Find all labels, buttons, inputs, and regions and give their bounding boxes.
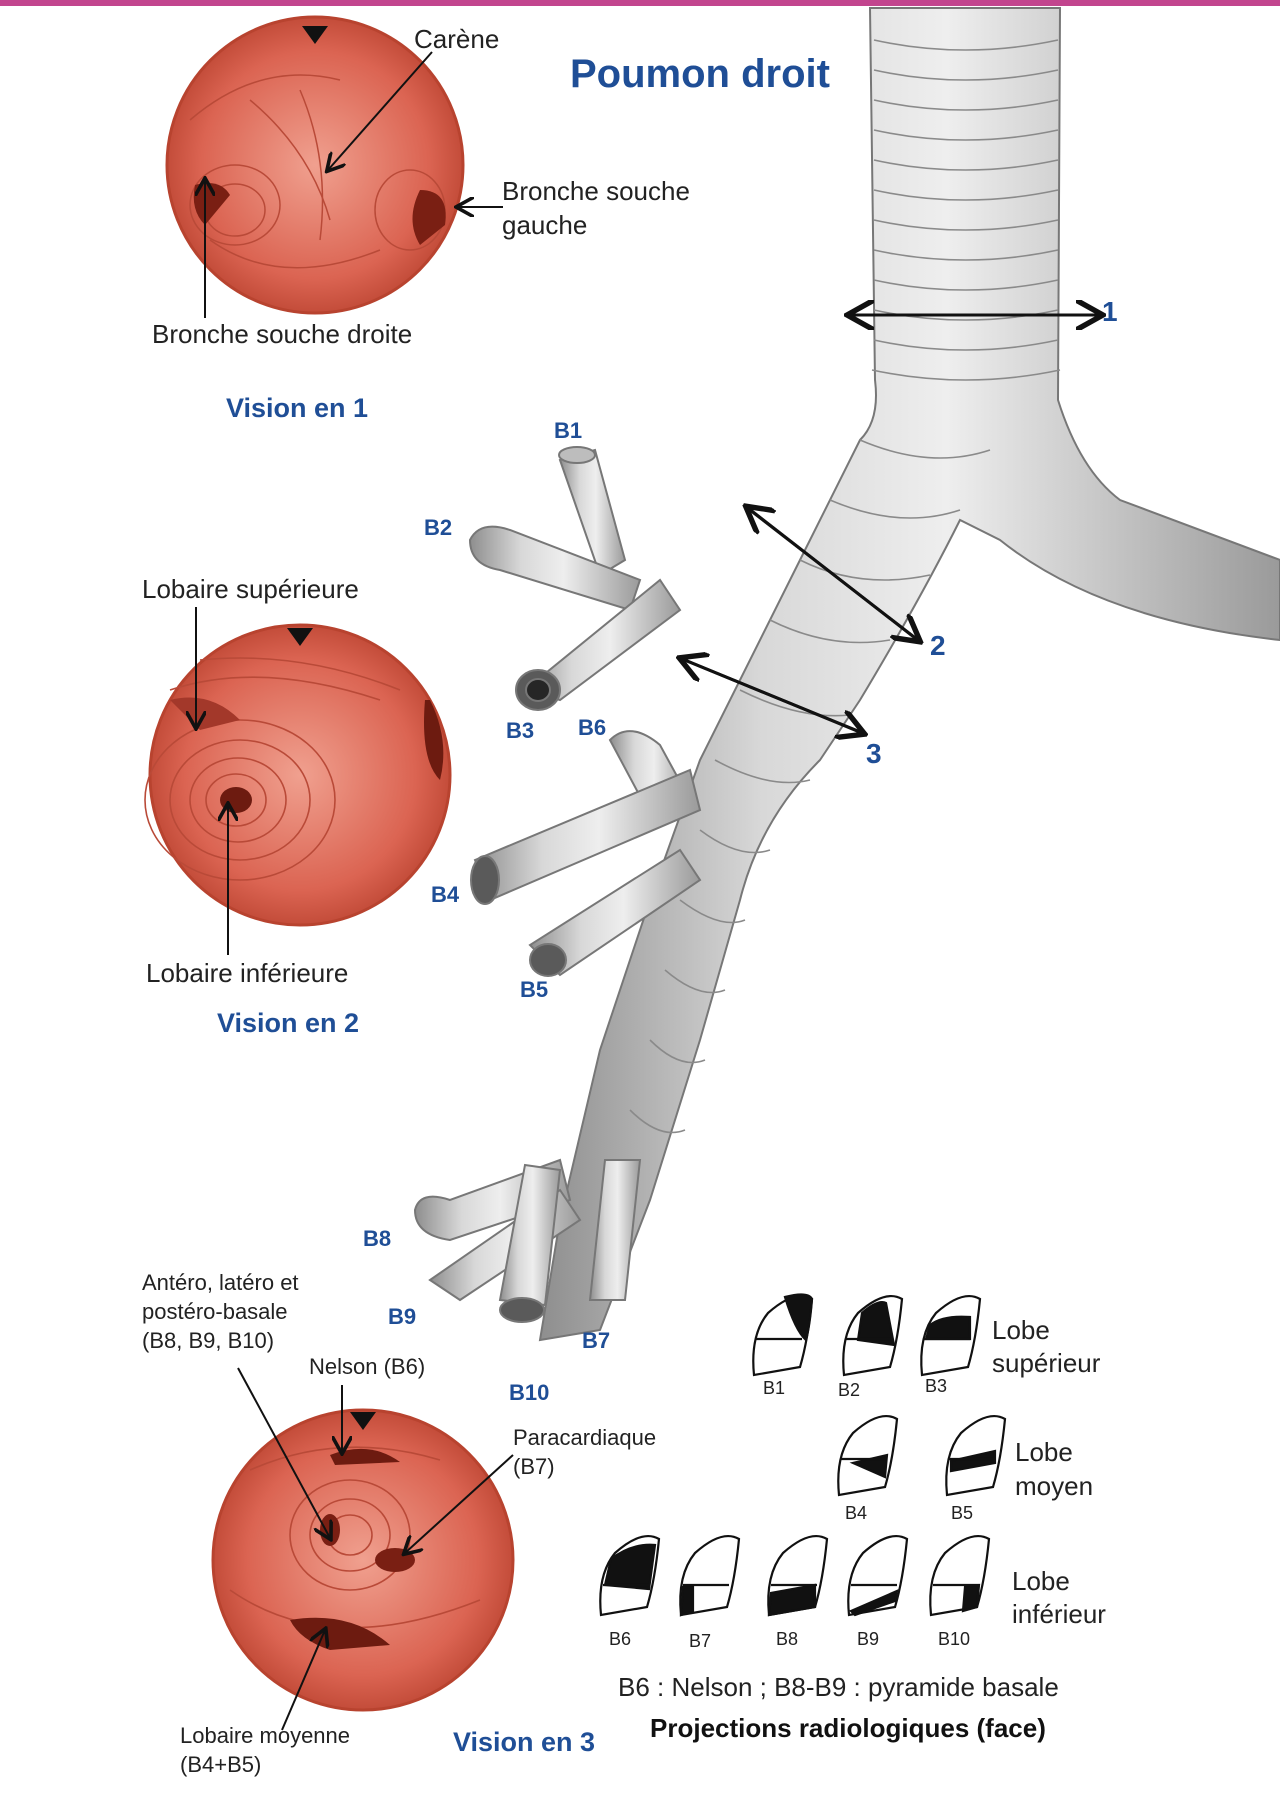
label-lobaire-inferieure: Lobaire inférieure <box>146 958 349 988</box>
projections-caption: Projections radiologiques (face) <box>650 1713 1046 1743</box>
proj-label-b3: B3 <box>925 1376 948 1396</box>
segment-label-b4: B4 <box>431 882 460 907</box>
label-antero-line1: Antéro, latéro et <box>142 1270 299 1295</box>
proj-label-b7: B7 <box>689 1631 712 1651</box>
lobe-superieur-line1: Lobe <box>992 1315 1050 1345</box>
view3-leaders <box>237 1367 514 1731</box>
lobe-inferieur-line2: inférieur <box>1012 1599 1106 1629</box>
label-antero-line3: (B8, B9, B10) <box>142 1328 275 1353</box>
lobe-moyen-line2: moyen <box>1015 1471 1094 1501</box>
segment-label-b7: B7 <box>582 1328 611 1353</box>
label-lobaire-superieure: Lobaire supérieure <box>142 574 359 604</box>
segment-label-b10: B10 <box>509 1380 550 1405</box>
proj-label-b6: B6 <box>609 1629 632 1649</box>
segment-label-b3: B3 <box>506 718 535 743</box>
proj-label-b10: B10 <box>938 1629 971 1649</box>
label-carene: Carène <box>414 24 500 54</box>
lung-projections <box>599 1293 1007 1617</box>
label-bronche-droite: Bronche souche droite <box>152 319 413 349</box>
projections-note: B6 : Nelson ; B8-B9 : pyramide basale <box>618 1672 1059 1702</box>
proj-label-b2: B2 <box>838 1380 861 1400</box>
endoscopic-view-2 <box>144 623 452 927</box>
vision-1-heading: Vision en 1 <box>226 393 369 423</box>
lobe-moyen-line1: Lobe <box>1015 1437 1073 1467</box>
vision-2-heading: Vision en 2 <box>217 1008 360 1038</box>
view2-leaders <box>196 607 228 955</box>
segment-label-b6: B6 <box>578 715 607 740</box>
diagram-title: Poumon droit <box>570 52 830 96</box>
label-bronche-gauche-line1: Bronche souche <box>502 176 690 206</box>
section-arrows <box>680 315 1100 733</box>
cut-number-1: 1 <box>1102 296 1118 327</box>
vision-3-heading: Vision en 3 <box>453 1727 596 1757</box>
endoscopic-view-3 <box>211 1408 515 1712</box>
cut-number-3: 3 <box>866 738 882 769</box>
lobe-superieur-line2: supérieur <box>992 1348 1101 1378</box>
segment-label-b1: B1 <box>554 418 583 443</box>
top-accent-bar <box>0 0 1280 6</box>
label-lobaire-moyenne-line1: Lobaire moyenne <box>180 1723 351 1748</box>
view1-leaders <box>205 51 503 318</box>
label-paracardiaque-line1: Paracardiaque <box>513 1425 657 1450</box>
endoscopic-view-1 <box>165 15 465 315</box>
label-lobaire-moyenne-line2: (B4+B5) <box>180 1752 262 1777</box>
cut-number-2: 2 <box>930 630 946 661</box>
proj-label-b9: B9 <box>857 1629 880 1649</box>
proj-label-b1: B1 <box>763 1378 786 1398</box>
label-antero-line2: postéro-basale <box>142 1299 288 1324</box>
proj-label-b4: B4 <box>845 1503 868 1523</box>
segment-label-b9: B9 <box>388 1304 417 1329</box>
lobe-inferieur-line1: Lobe <box>1012 1566 1070 1596</box>
label-bronche-gauche-line2: gauche <box>502 210 588 240</box>
label-paracardiaque-line2: (B7) <box>513 1454 555 1479</box>
proj-label-b5: B5 <box>951 1503 974 1523</box>
proj-label-b8: B8 <box>776 1629 799 1649</box>
segment-label-b5: B5 <box>520 977 549 1002</box>
segment-label-b8: B8 <box>363 1226 392 1251</box>
bronchial-tree <box>413 7 1280 1342</box>
segment-label-b2: B2 <box>424 515 453 540</box>
label-nelson: Nelson (B6) <box>309 1354 426 1379</box>
